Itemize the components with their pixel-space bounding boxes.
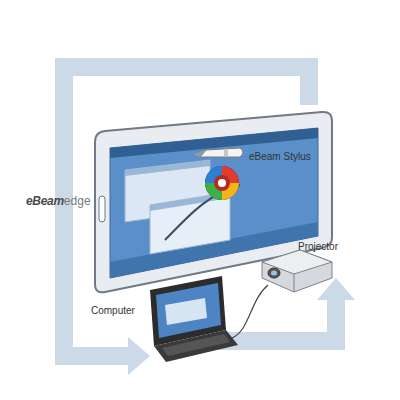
cable: [232, 285, 268, 338]
part-label: Computer: [91, 305, 135, 316]
ebeam-stylus: [193, 148, 243, 157]
logo-text: edge: [64, 194, 91, 208]
flow-arrows: [55, 58, 355, 375]
projector: [262, 250, 332, 292]
logo-text: eBeam: [26, 194, 64, 208]
whiteboard: [95, 112, 332, 292]
product-logo: eBeamedge: [26, 194, 91, 208]
part-label: eBeam Stylus: [249, 151, 311, 162]
laptop-computer: [150, 276, 238, 362]
part-label: Projector: [298, 241, 338, 252]
